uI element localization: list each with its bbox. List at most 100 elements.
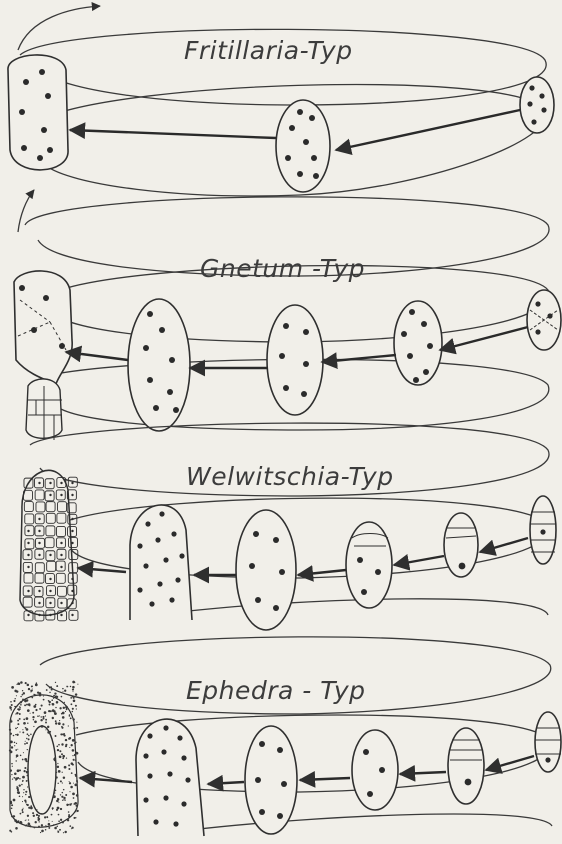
- stipple-dot: [69, 791, 70, 792]
- stipple-dot: [27, 749, 28, 750]
- stipple-dot: [12, 766, 13, 767]
- stipple-dot: [70, 686, 71, 687]
- tissue-nucleus: [49, 614, 51, 616]
- stipple-dot: [54, 792, 55, 793]
- tissue-nucleus: [49, 482, 51, 484]
- stipple-dot: [74, 784, 77, 787]
- stipple-dot: [68, 725, 69, 726]
- stipple-dot: [41, 824, 43, 826]
- stipple-dot: [60, 819, 62, 821]
- stipple-dot: [25, 791, 27, 793]
- stipple-dot: [61, 753, 63, 755]
- stipple-dot: [33, 719, 34, 720]
- stipple-dot: [58, 722, 61, 725]
- stipple-dot: [66, 757, 67, 758]
- ephedra-apex-archegonium: [28, 726, 56, 814]
- stipple-dot: [22, 811, 24, 813]
- tissue-nucleus: [71, 494, 73, 496]
- stipple-dot: [62, 712, 65, 715]
- stipple-dot: [76, 794, 79, 797]
- stipple-dot: [22, 810, 24, 812]
- stipple-dot: [10, 701, 12, 703]
- stipple-dot: [25, 741, 26, 742]
- stipple-dot: [48, 823, 51, 826]
- stipple-dot: [58, 744, 60, 746]
- gnetum-type-label: Gnetum -Typ: [200, 254, 365, 283]
- stipple-dot: [57, 763, 58, 764]
- stipple-dot: [58, 802, 59, 803]
- stipple-dot: [74, 802, 77, 805]
- stipple-dot: [53, 695, 55, 697]
- stipple-dot: [20, 696, 21, 697]
- stipple-dot: [64, 766, 67, 769]
- stipple-dot: [21, 784, 23, 786]
- stipple-dot: [68, 811, 70, 813]
- stipple-dot: [72, 739, 75, 742]
- stipple-dot: [75, 760, 76, 761]
- stipple-dot: [55, 722, 57, 724]
- tissue-nucleus: [71, 614, 73, 616]
- stipple-dot: [50, 686, 52, 688]
- stipple-dot: [57, 783, 58, 784]
- stipple-dot: [52, 717, 54, 719]
- tissue-nucleus: [49, 602, 51, 604]
- stipple-dot: [16, 787, 18, 789]
- fritillaria-type-label: Fritillaria-Typ: [184, 36, 353, 65]
- stipple-dot: [19, 784, 21, 786]
- tissue-nucleus: [38, 614, 40, 616]
- stipple-dot: [60, 794, 61, 795]
- stipple-dot: [28, 796, 30, 798]
- stipple-dot: [23, 792, 24, 793]
- stipple-dot: [69, 782, 71, 784]
- stipple-dot: [66, 709, 67, 710]
- stipple-dot: [69, 825, 71, 827]
- stipple-dot: [64, 702, 65, 703]
- stipple-dot: [62, 800, 63, 801]
- stipple-dot: [59, 707, 61, 709]
- stipple-dot: [62, 688, 64, 690]
- stipple-dot: [43, 699, 45, 701]
- stipple-dot: [62, 723, 64, 725]
- tissue-nucleus: [38, 554, 40, 556]
- stipple-dot: [49, 701, 51, 703]
- stipple-dot: [54, 712, 57, 715]
- stipple-dot: [62, 691, 63, 692]
- stipple-dot: [63, 797, 65, 799]
- stipple-dot: [73, 718, 75, 720]
- tissue-nucleus: [71, 602, 73, 604]
- stipple-dot: [62, 755, 65, 758]
- stipple-dot: [76, 708, 77, 709]
- stipple-dot: [56, 776, 58, 778]
- stipple-dot: [68, 804, 69, 805]
- stipple-dot: [71, 803, 72, 804]
- stipple-dot: [64, 690, 66, 692]
- stipple-dot: [30, 713, 31, 714]
- tissue-nucleus: [71, 590, 73, 592]
- stipple-dot: [20, 701, 22, 703]
- stipple-dot: [9, 706, 10, 707]
- tissue-nucleus: [27, 530, 29, 532]
- stipple-dot: [11, 763, 13, 765]
- stipple-dot: [36, 814, 38, 816]
- stipple-dot: [45, 729, 46, 730]
- stipple-dot: [45, 715, 46, 716]
- stipple-dot: [30, 690, 32, 692]
- stipple-dot: [62, 716, 65, 719]
- stipple-dot: [27, 733, 29, 735]
- stipple-dot: [17, 705, 18, 706]
- stipple-dot: [77, 684, 78, 685]
- ephedra-type-label: Ephedra - Typ: [186, 676, 366, 705]
- stipple-dot: [23, 722, 26, 725]
- stipple-dot: [30, 734, 32, 736]
- stipple-dot: [11, 831, 13, 833]
- tissue-nucleus: [71, 578, 73, 580]
- stipple-dot: [15, 827, 18, 830]
- stipple-dot: [9, 745, 11, 747]
- stipple-dot: [17, 769, 20, 772]
- stipple-dot: [68, 764, 70, 766]
- stipple-dot: [56, 701, 59, 704]
- stipple-dot: [41, 830, 44, 833]
- stipple-dot: [22, 796, 23, 797]
- stipple-dot: [63, 777, 65, 779]
